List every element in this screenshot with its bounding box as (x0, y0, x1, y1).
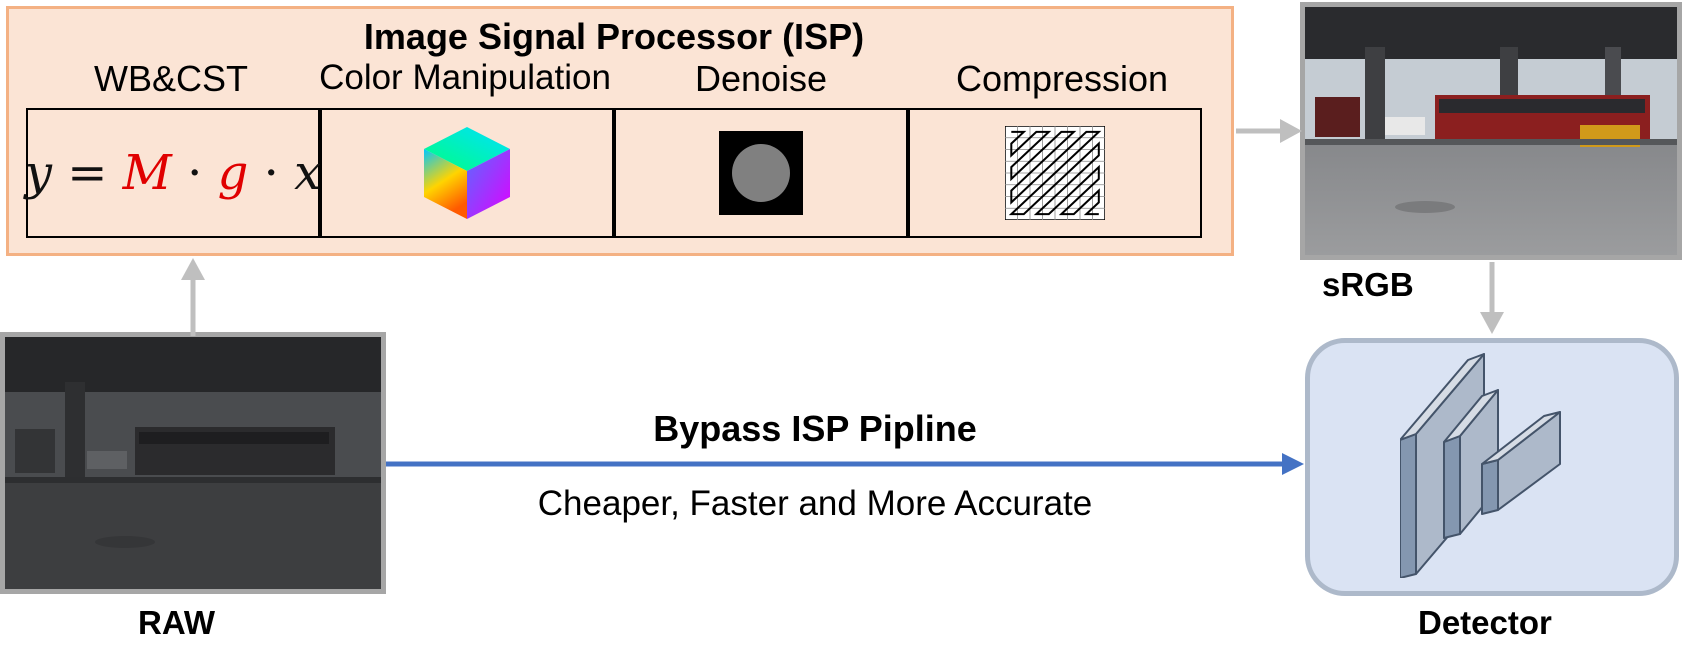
arrow-bypass (386, 453, 1304, 475)
formula-m: M (122, 145, 172, 201)
bypass-title: Bypass ISP Pipline (653, 408, 977, 449)
raw-label: RAW (138, 604, 215, 641)
stage-box-denoise (614, 108, 908, 238)
formula-equals: = (51, 145, 123, 201)
arrow-isp-to-srgb (1236, 119, 1302, 143)
stage-box-compression (908, 108, 1202, 238)
stage-label-compression: Compression (955, 58, 1169, 99)
formula-y: y (24, 145, 52, 201)
raw-scene-picture (5, 337, 381, 589)
stage-label-denoise: Denoise (694, 58, 828, 99)
isp-title: Image Signal Processor (ISP) (363, 16, 865, 57)
srgb-image (1300, 2, 1682, 260)
stage-label-color-manipulation: Color Manipulation (319, 58, 611, 97)
srgb-scene-picture (1305, 7, 1677, 255)
denoise-circle-icon (719, 131, 803, 215)
arrow-raw-to-isp (181, 258, 205, 336)
detector-label: Detector (1418, 604, 1552, 641)
srgb-label: sRGB (1322, 266, 1414, 303)
formula-dot: · (171, 145, 218, 201)
formula-dot: · (248, 145, 295, 201)
stage-box-color-manipulation (320, 108, 614, 238)
compression-grid-icon (1005, 126, 1105, 220)
stage-box-wbcst: y = M · g · x (25, 108, 321, 238)
arrow-srgb-to-detector (1480, 262, 1504, 334)
color-cube-icon (424, 127, 510, 219)
formula-x: x (294, 145, 322, 201)
stage-label-wbcst: WB&CST (93, 58, 248, 99)
cnn-layers-icon (1400, 353, 1561, 578)
formula-g: g (217, 145, 249, 201)
bypass-subtitle: Cheaper, Faster and More Accurate (537, 484, 1093, 523)
raw-image (0, 332, 386, 594)
wb-formula: y = M · g · x (25, 145, 321, 201)
